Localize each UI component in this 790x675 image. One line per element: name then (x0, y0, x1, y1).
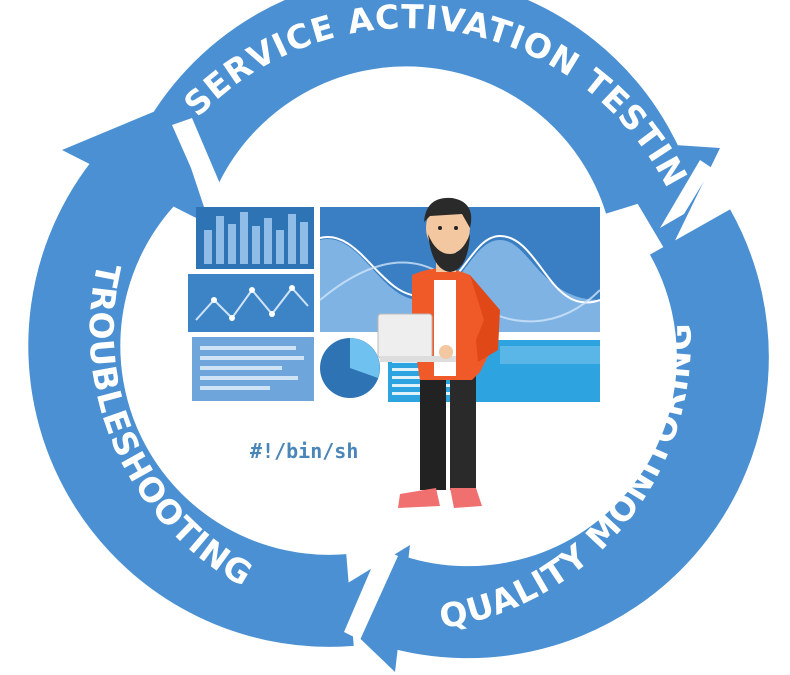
person-illustration (377, 197, 500, 508)
bar-chart-icon (204, 212, 308, 264)
cycle-arrow-icon (600, 140, 720, 255)
shell-shebang-text: #!/bin/sh (250, 439, 358, 463)
arc-service-activation (136, 0, 694, 215)
cycle-ring (28, 0, 769, 672)
cycle-arrow-icon (62, 105, 210, 225)
laptop-icon (377, 313, 456, 362)
pie-chart-icon (320, 338, 380, 398)
arc-quality-monitoring (376, 209, 769, 659)
arc-troubleshooting (28, 144, 354, 647)
dashboard-illustration (188, 207, 601, 402)
